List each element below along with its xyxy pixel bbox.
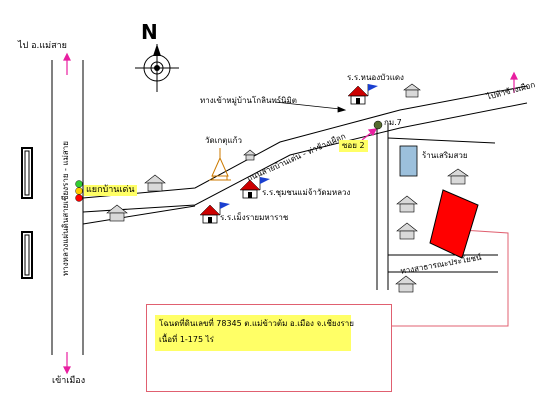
- label-highway: ทางหลวงแผ่นดินสายเชียงราย - แม่สาย: [61, 141, 70, 276]
- main-road: [82, 85, 528, 213]
- arrow-to-mae-fa-luang: [510, 71, 518, 93]
- deed-line-2: เนื้อที่ 1-175 ไร่: [159, 335, 214, 344]
- gray-house: [396, 195, 418, 213]
- land-plot: [429, 189, 479, 259]
- gray-house: [396, 222, 418, 240]
- shop-box: [399, 145, 418, 177]
- school-house-chumchon: [239, 177, 270, 199]
- village-pointer: [274, 101, 347, 113]
- label-school-chumchon: ร.ร.ชุมชนแม่จ้าวัดมหลวง: [262, 188, 351, 197]
- compass-letter: N: [141, 20, 158, 44]
- highway-markers: [21, 147, 33, 279]
- km-marker: [373, 120, 383, 130]
- plot-leader-line: [390, 229, 509, 327]
- label-junction: แยกบ้านเด่น: [84, 185, 137, 196]
- arrow-soi: [361, 128, 378, 141]
- label-km: กม.7: [384, 118, 402, 127]
- gray-house: [106, 204, 128, 222]
- gray-house: [395, 275, 417, 293]
- deed-note-box: โฉนดที่ดินเลขที่ 78345 ต.แม่ข้าวต้ม อ.เม…: [146, 304, 392, 392]
- deed-line-1: โฉนดที่ดินเลขที่ 78345 ต.แม่ข้าวต้ม อ.เม…: [159, 319, 354, 328]
- school-house-nong: [347, 84, 378, 105]
- arrow-to-city: [63, 352, 71, 375]
- traffic-light: [75, 180, 83, 202]
- label-to-village: ทางเข้าหมู่บ้านโกลินทร์นิมิต: [200, 96, 297, 105]
- gray-house: [144, 174, 166, 192]
- label-soi: ซอย 2: [339, 140, 368, 152]
- gray-houses: [106, 83, 469, 293]
- wat-pagoda: [209, 148, 231, 181]
- lower-road: [82, 205, 196, 225]
- gray-house: [447, 168, 469, 185]
- school-house-mueng: [199, 202, 230, 224]
- compass: [135, 44, 179, 92]
- soi-road: [376, 123, 496, 290]
- public-road: [388, 254, 498, 273]
- gray-house: [243, 149, 257, 161]
- label-to-mae-sai: ไป อ.แม่สาย: [18, 41, 67, 51]
- label-school-nong: ร.ร.หนองบัวแดง: [347, 73, 404, 82]
- label-shop: ร้านเสริมสวย: [422, 151, 468, 160]
- deed-note-highlight: โฉนดที่ดินเลขที่ 78345 ต.แม่ข้าวต้ม อ.เม…: [155, 315, 354, 351]
- label-wat: วัดเกตุแก้ว: [205, 136, 242, 145]
- label-school-mueng: ร.ร.เม็งรายมหาราช: [220, 213, 289, 222]
- arrow-to-mae-sai: [63, 52, 71, 75]
- label-to-city: เข้าเมือง: [52, 376, 86, 386]
- gray-house: [403, 83, 421, 98]
- highway-road: [51, 60, 84, 355]
